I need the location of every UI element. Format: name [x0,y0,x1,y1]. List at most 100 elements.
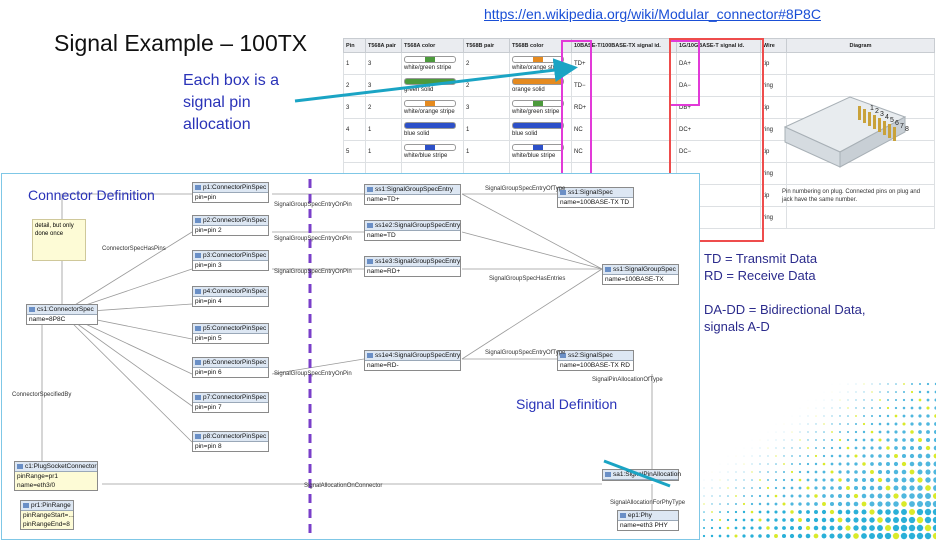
decorative-dot [814,510,818,514]
decorative-dot [932,500,936,508]
decorative-dot [726,526,730,530]
entry-name: name=TD+ [367,196,400,203]
decorative-dot [813,525,819,531]
source-link[interactable]: https://en.wikipedia.org/wiki/Modular_co… [484,6,821,22]
decorative-dot [839,415,841,417]
decorative-dot [902,446,906,450]
decorative-dot [735,503,737,505]
decorative-dot [885,485,891,491]
decorative-dot [902,406,906,410]
decorative-dot [871,407,873,409]
decorative-dot [829,533,835,539]
decorative-dot [805,525,811,531]
decorative-dot [759,447,761,449]
decorative-dot [782,518,786,522]
decorative-dot [743,487,745,489]
phy-box[interactable]: ep1:Phy name=eth3 PHY [617,510,679,531]
decorative-dot [909,485,915,491]
decorative-dot [759,463,761,465]
decorative-dot [863,383,865,385]
decorative-dot [862,446,866,450]
decorative-dot [901,469,907,475]
decorative-dot [799,439,801,441]
decorative-dot [829,501,835,507]
decorative-dot [910,430,914,434]
plug-contact [878,118,881,132]
decorative-dot [703,487,705,489]
decorative-dot [909,445,915,451]
decorative-dot [933,453,936,459]
pin-range-box[interactable]: pr1:PinRange pinRangeStart=... pinRangeE… [20,500,74,530]
decorative-dot [774,510,778,514]
connector-spec-box[interactable]: cs1:ConnectorSpec name=8P8C [26,304,98,325]
decorative-dot [782,486,786,490]
decorative-dot [926,414,930,418]
decorative-dot [822,446,826,450]
decorative-dot [909,493,915,499]
decorative-dot [838,454,842,458]
decorative-dot [894,398,898,402]
decorative-dot [735,479,737,481]
decorative-dot [901,461,907,467]
decorative-dot [917,469,923,475]
decorative-dot [870,422,874,426]
decorative-dot [806,486,810,490]
decorative-dot [933,429,936,435]
decorative-dot [908,516,916,524]
plug-pin-number: 3 [880,111,884,118]
decorative-dot [822,462,826,466]
decorative-dot [806,462,810,466]
decorative-dot [885,461,891,467]
signal-group-spec-box[interactable]: ss1:SignalGroupSpec name=100BASE-TX [602,264,679,285]
decorative-dot [916,532,924,540]
decorative-dot [758,526,762,530]
plug-contact [883,121,886,135]
wire-color-label: white/blue stripe [404,153,448,159]
decorative-dot [862,462,866,466]
decorative-dot [932,508,936,516]
decorative-dot [790,526,794,530]
decorative-dot [743,471,745,473]
decorative-dot [838,470,842,474]
pin-spec-pin: pin=pin 3 [195,262,222,269]
decorative-dot [782,510,786,514]
decorative-dot [878,462,882,466]
decorative-dot [854,454,858,458]
decorative-dot [924,516,932,524]
decorative-dot [838,494,842,498]
pin-spec-pin: pin=pin 6 [195,369,222,376]
decorative-dot [917,493,923,499]
decorative-dot [877,517,883,523]
pin-spec-pin: pin=pin 8 [195,443,222,450]
decorative-dot [782,494,786,498]
signal-spec-rd-box[interactable]: ss2:SignalSpec name=100BASE-TX RD [557,350,634,371]
decorative-dot [893,469,899,475]
decorative-dot [853,485,859,491]
plug-socket-box[interactable]: c1:PlugSocketConnector pinRange=pr1 name… [14,461,98,491]
decorative-dot [702,526,706,530]
decorative-dot [900,516,908,524]
decorative-dot [894,422,898,426]
decorative-dot [902,430,906,434]
decorative-dot [847,383,849,385]
decorative-dot [861,533,867,539]
decorative-dot [813,533,819,539]
signal-spec-td-box[interactable]: ss1:SignalSpec name=100BASE-TX TD [557,187,634,208]
decorative-dot [877,469,883,475]
signal-group-spec-name: name=100BASE-TX [605,276,664,283]
decorative-dot [909,461,915,467]
pin-spec-header: p1:ConnectorPinSpec [193,183,268,193]
decorative-dot [933,461,936,467]
